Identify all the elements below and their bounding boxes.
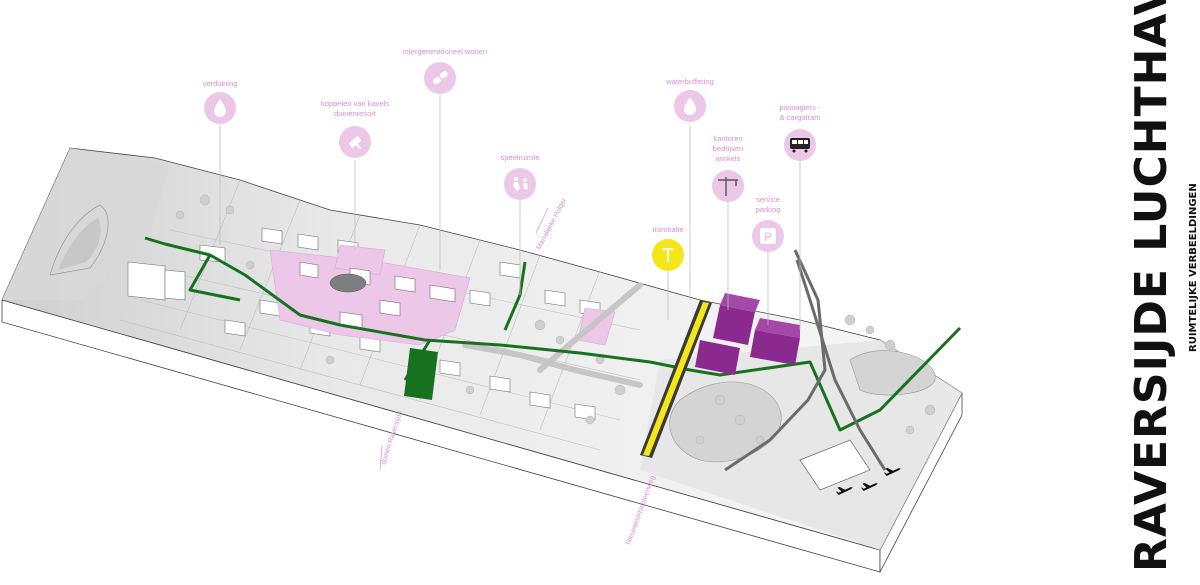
pin-tramhalte: tramhalte T (652, 225, 684, 271)
hangar (799, 439, 871, 491)
pin-label: passagiers - (780, 103, 821, 112)
pin-speelruimte: speelruimte (501, 153, 540, 200)
pin-circle (504, 168, 536, 200)
airport-green-hill (849, 350, 936, 396)
dune-contour (49, 204, 109, 276)
pin-label: verduining (203, 79, 238, 88)
water-drop-icon (214, 99, 226, 117)
dune-contour (58, 218, 101, 270)
page-subtitle: RUIMTELIJKE VERBEELDINGEN (1188, 183, 1199, 352)
airport-road (724, 249, 887, 472)
pin-label: intergenerationeel wonen (403, 47, 487, 56)
water-drop-icon (684, 97, 696, 115)
pin-label: & cargotram (780, 113, 821, 122)
pin-label: parking (756, 205, 781, 214)
purple-buildings (695, 293, 800, 375)
tram-icon (790, 138, 810, 153)
airplane-icon (884, 467, 901, 476)
pin-label: waterbuffering (665, 77, 713, 86)
green-park (404, 348, 438, 400)
tramline (640, 300, 712, 458)
pin-label: speelruimte (501, 153, 540, 162)
office-block-3 (750, 330, 800, 365)
pin-label: tramhalte (652, 225, 683, 234)
grey-paths (462, 282, 643, 388)
pin-tram: passagiers - & cargotram (780, 103, 821, 161)
paint-roller-icon (348, 136, 362, 150)
pills-icon (433, 71, 448, 85)
office-block-3-top (755, 318, 800, 338)
office-block-2 (695, 340, 740, 375)
pin-waterbuffering: waterbuffering (665, 77, 714, 122)
tram-stop-letter: T (662, 245, 674, 267)
tram-stop-icon (652, 239, 684, 271)
crane-icon (718, 177, 738, 196)
parking-icon (760, 228, 776, 244)
pin-parking: service parking P (752, 195, 784, 252)
pin-kantoren: kantoren bedrijven winkels (712, 134, 744, 202)
pin-label: winkels (715, 154, 741, 163)
pin-intergeneratief: intergenerationeel wonen (403, 47, 487, 94)
airplane-icon (836, 486, 853, 495)
dune-area-west (2, 148, 170, 300)
site-block (1, 147, 963, 573)
office-block-1 (713, 305, 755, 345)
pin-circle (712, 170, 744, 202)
airplane-icons (836, 467, 901, 495)
parking-letter: P (764, 230, 772, 244)
pin-label: service (756, 195, 780, 204)
pink-zone-intergenerational (334, 244, 386, 276)
duinenresort-pond (329, 273, 367, 293)
axis-label-mariakerke: Mariakerke Polder (536, 197, 569, 251)
airplane-icon (861, 482, 878, 491)
page-title: RAVERSIJDE LUCHTHAVEN (1126, 0, 1177, 572)
tram-yellow-track (643, 302, 709, 456)
pin-label: bedrijven (713, 144, 743, 153)
office-block-1-top (720, 293, 760, 312)
trees (175, 194, 936, 445)
vertical-title: RAVERSIJDE LUCHTHAVEN RUIMTELIJKE VERBEE… (1126, 0, 1199, 572)
child-play-icon (513, 177, 528, 191)
pin-koppelen: koppelen van kavels duinenresort (321, 99, 389, 158)
pin-verduining: verduining (203, 79, 238, 124)
pin-label: duinenresort (334, 109, 377, 118)
pin-label: kantoren (713, 134, 742, 143)
pin-label: koppelen van kavels (321, 99, 389, 108)
pin-lines (219, 95, 801, 330)
